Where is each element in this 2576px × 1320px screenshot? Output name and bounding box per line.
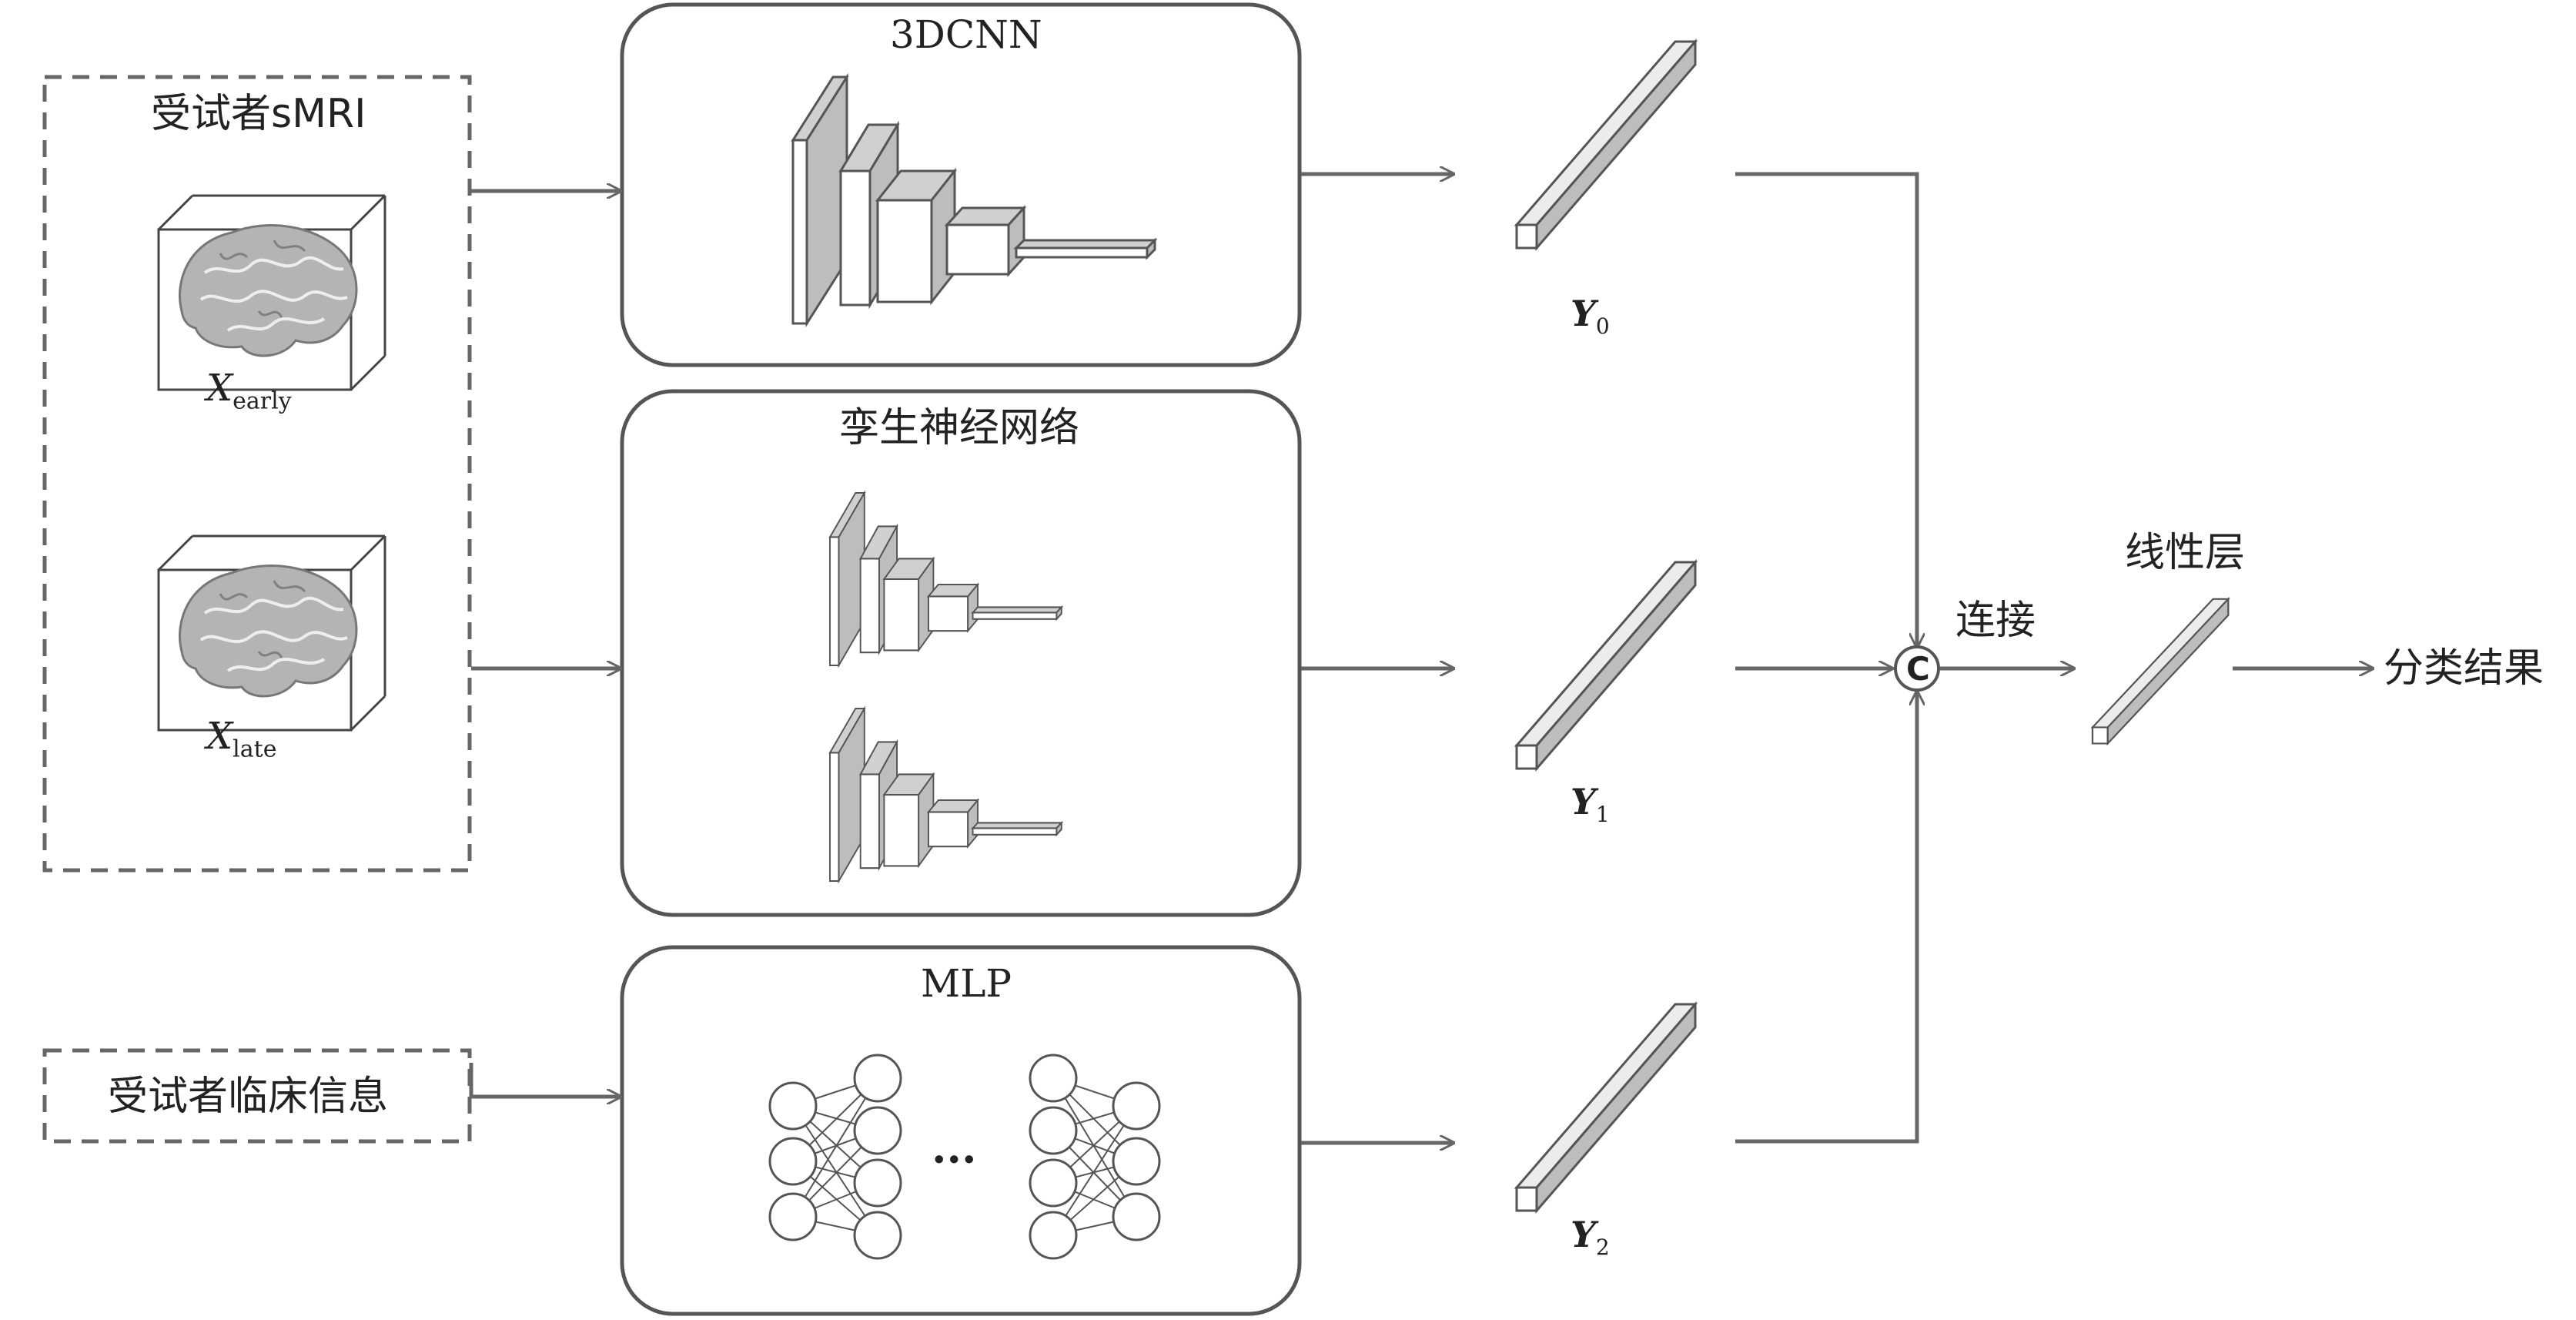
clinical-input-label: 受试者临床信息 [108, 1074, 389, 1120]
scan-late-sub: late [233, 735, 277, 763]
clinical-input-box [42, 1048, 472, 1144]
mlp-network-icon [768, 1054, 1161, 1260]
scan-early-label: Xearly [206, 370, 292, 414]
smri-group-title: 受试者sMRI [151, 91, 366, 137]
scan-early-sub: early [233, 387, 292, 415]
input-arrows [469, 191, 621, 1097]
linear-layer-bar [2091, 598, 2230, 745]
brain-scan-early-icon [157, 194, 386, 391]
scan-late-label: Xlate [206, 718, 276, 762]
feature-y1-var: Y [1571, 781, 1596, 822]
feature-y1-sub: 1 [1595, 802, 1610, 828]
mlp-module-title: MLP [921, 961, 1012, 1006]
feature-vector-y2 [1515, 1003, 1697, 1212]
concat-node [1894, 645, 1940, 692]
feature-vector-y0 [1515, 40, 1697, 250]
feature-y1-label: Y1 [1571, 784, 1610, 826]
cnn-module-title: 3DCNN [890, 12, 1042, 57]
feature-vector-y1 [1515, 561, 1697, 770]
siamese-module-title: 孪生神经网络 [839, 405, 1080, 451]
feature-y0-sub: 0 [1595, 313, 1610, 340]
output-label: 分类结果 [2384, 645, 2544, 692]
scan-early-var: X [206, 367, 233, 410]
feature-y2-var: Y [1571, 1214, 1596, 1255]
mlp-ellipsis: ··· [932, 1134, 977, 1185]
brain-scan-late-icon [157, 534, 386, 732]
feature-y0-var: Y [1571, 293, 1596, 334]
linear-layer-label: 线性层 [2125, 530, 2246, 576]
cnn-module-box [620, 2, 1302, 367]
cnn-layers-icon [791, 75, 1156, 325]
feature-y2-label: Y2 [1571, 1217, 1610, 1258]
concat-label: 连接 [1955, 598, 2036, 644]
siamese-module-box [620, 389, 1302, 917]
concat-symbol: C [1906, 650, 1930, 688]
siamese-branch-top-icon [828, 491, 1062, 667]
feature-y0-label: Y0 [1571, 296, 1610, 337]
siamese-branch-bottom-icon [828, 707, 1062, 883]
feature-y2-sub: 2 [1595, 1235, 1610, 1261]
module-output-arrows [1301, 174, 1454, 1143]
mlp-module-box [620, 945, 1302, 1316]
concat-connectors [1735, 172, 1917, 1144]
smri-input-group [42, 75, 472, 873]
scan-late-var: X [206, 715, 233, 758]
